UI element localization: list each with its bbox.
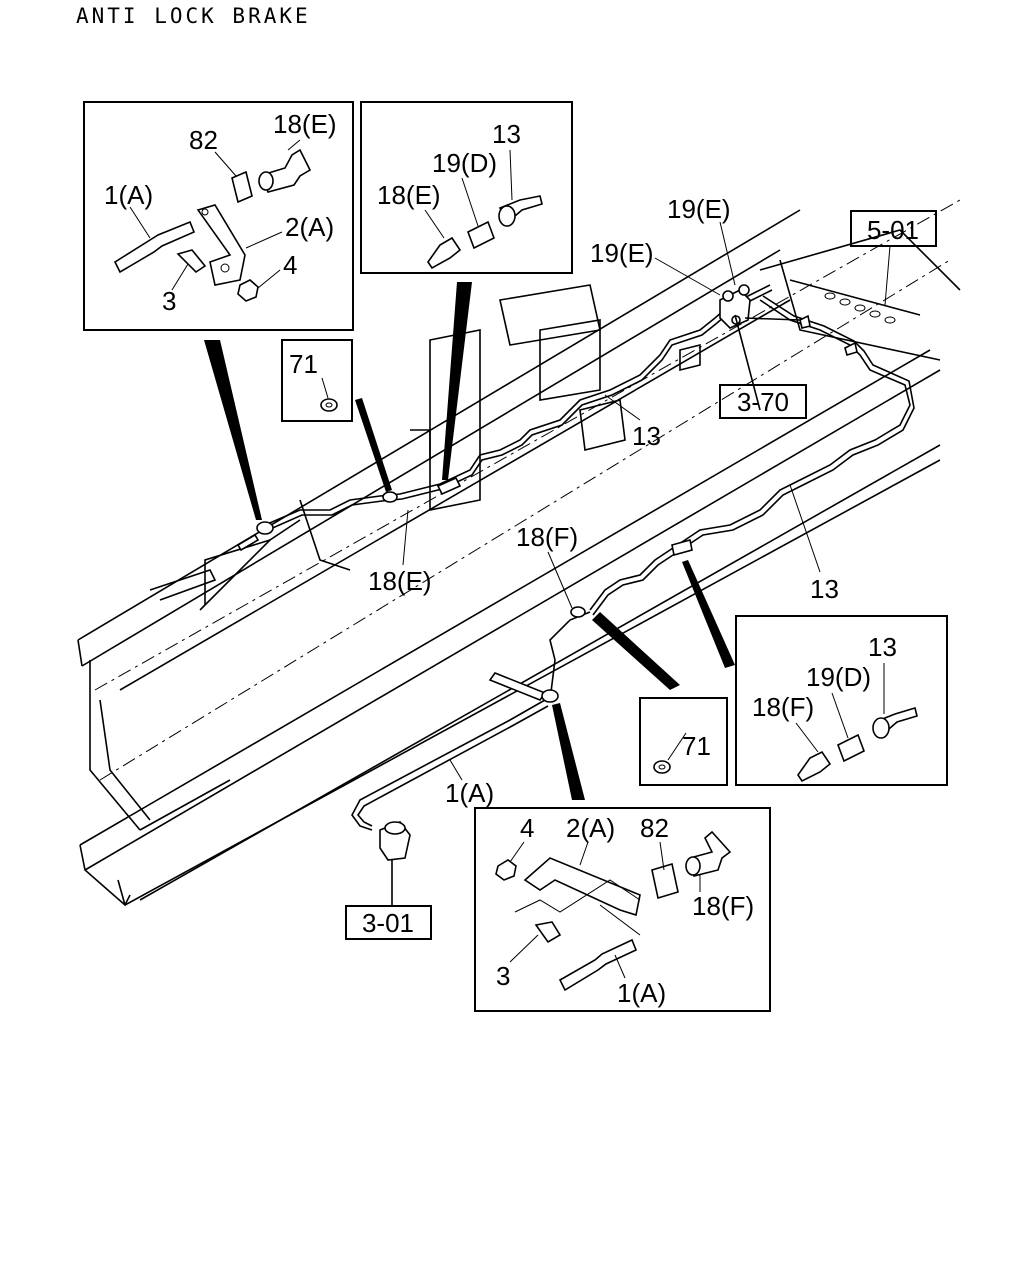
inset-rc-18f: 18(F) [752, 692, 814, 722]
inset-tl-18e: 18(E) [273, 109, 337, 139]
inset-washer-71-lower: 71 [639, 697, 728, 786]
main-callouts: 19(E) 19(E) 13 18(E) 18(F) 13 1(A) [368, 194, 839, 808]
callout-13-lower: 13 [810, 574, 839, 604]
callout-19e-upper: 19(E) [667, 194, 731, 224]
callout-1a-main: 1(A) [445, 778, 494, 808]
inset-bracket-front-left: 18(E) 82 1(A) 2(A) 4 3 [83, 101, 354, 331]
ref-box-3-01: 3-01 [345, 905, 432, 940]
inset-leader-wedges [204, 282, 735, 800]
inset-coupling-e: 13 19(D) 18(E) [360, 101, 573, 274]
inset-bracket-rear: 4 2(A) 82 18(F) 3 1(A) [474, 807, 771, 1012]
pressure-valve [719, 284, 801, 411]
callout-18f-main: 18(F) [516, 522, 578, 552]
inset-tl-1a: 1(A) [104, 180, 153, 210]
page-title: ANTI LOCK BRAKE [76, 4, 311, 28]
inset-tc-13: 13 [492, 119, 521, 149]
inset-71a-label: 71 [289, 349, 318, 379]
inset-tl-82: 82 [189, 125, 218, 155]
brake-pipe-1a [351, 611, 591, 831]
inset-tc-19d: 19(D) [432, 148, 497, 178]
sensor-3-01 [379, 821, 411, 905]
inset-bc-1a: 1(A) [617, 978, 666, 1008]
ref-box-5-01: 5-01 [850, 210, 937, 306]
ref-3-01-label: 3-01 [362, 908, 414, 938]
inset-bc-3: 3 [496, 961, 510, 991]
ref-3-70-label: 3-70 [737, 387, 789, 417]
inset-washer-71-upper: 71 [281, 339, 353, 422]
chassis-frame [77, 199, 961, 907]
inset-bc-18f: 18(F) [692, 891, 754, 921]
inset-bc-82: 82 [640, 813, 669, 843]
pipe-fittings [236, 314, 858, 703]
inset-tl-3: 3 [162, 286, 176, 316]
inset-coupling-f: 13 19(D) 18(F) [735, 615, 948, 786]
ref-box-3-70: 3-70 [719, 384, 807, 419]
inset-71b-label: 71 [682, 731, 711, 761]
inset-tc-18e: 18(E) [377, 180, 441, 210]
callout-19e-lower: 19(E) [590, 238, 654, 268]
callout-18e-main: 18(E) [368, 566, 432, 596]
inset-tl-4: 4 [283, 250, 297, 280]
inset-tl-2a: 2(A) [285, 212, 334, 242]
inset-rc-19d: 19(D) [806, 662, 871, 692]
inset-rc-13: 13 [868, 632, 897, 662]
brake-pipe-13-upper [264, 284, 773, 531]
callout-13-upper: 13 [632, 421, 661, 451]
inset-bc-4: 4 [520, 813, 534, 843]
ref-5-01-label: 5-01 [867, 215, 919, 245]
inset-bc-2a: 2(A) [566, 813, 615, 843]
